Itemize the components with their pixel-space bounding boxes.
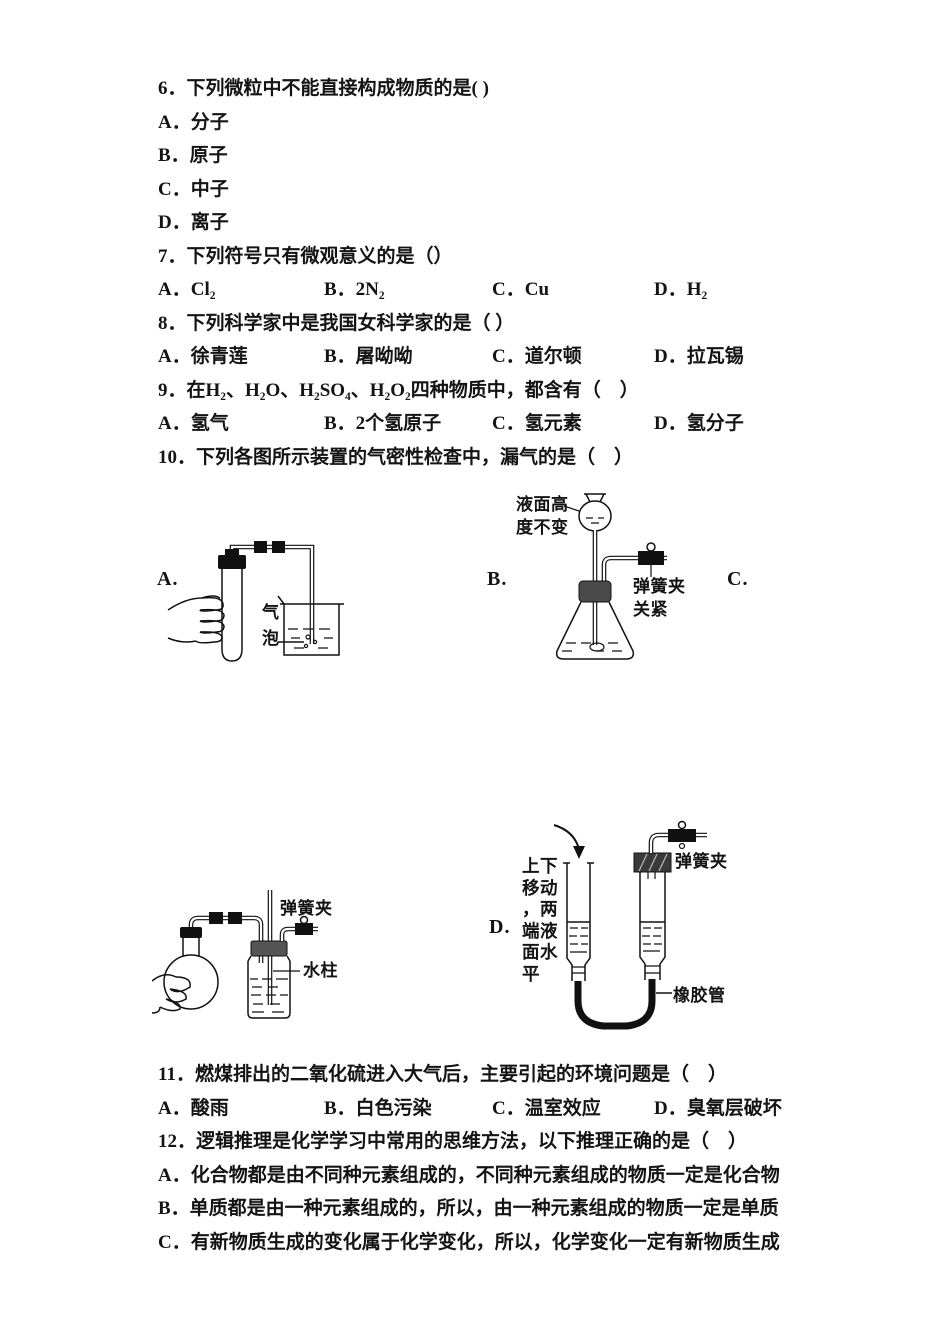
question-9-options: A．氢气 B．2个氢原子 C．氢元素 D．氢分子 xyxy=(158,407,848,441)
question-9-option-d: D．氢分子 xyxy=(654,413,744,434)
figure-b-apparatus xyxy=(555,493,667,660)
figure-a-bubble-label: 气泡 xyxy=(262,603,280,648)
figure-b-clamp-label: 弹簧夹关紧 xyxy=(633,577,686,619)
question-8-option-d: D．拉瓦锡 xyxy=(654,346,744,367)
figure-a-apparatus xyxy=(167,541,344,662)
side-tube-with-clamp xyxy=(601,542,667,581)
right-capped-tube xyxy=(633,852,672,980)
question-11-option-b: B．白色污染 xyxy=(324,1097,432,1119)
hand xyxy=(152,974,191,1014)
question-8-option-b: B．屠呦呦 xyxy=(324,346,413,367)
question-7-option-d: D．H₂ xyxy=(654,279,708,300)
figure-d-apparatus xyxy=(553,820,707,1030)
down-arrow xyxy=(553,824,585,859)
question-11-option-c: C．温室效应 xyxy=(492,1097,601,1119)
figure-d-move-label: 上下移动，两端液面水平 xyxy=(522,856,558,984)
question-6-stem: 6．下列微粒中不能直接构成物质的是( ) xyxy=(158,78,489,99)
figure-c-water-column-label: 水柱 xyxy=(303,961,338,980)
question-8-option-a: A．徐青莲 xyxy=(158,346,248,367)
question-11-stem: 11．燃煤排出的二氧化硫进入大气后，主要引起的环境问题是（ ） xyxy=(158,1064,727,1085)
question-11-options: A．酸雨 B．白色污染 C．温室效应 D．臭氧层破坏 xyxy=(158,1092,848,1126)
question-6-option-a: A．分子 xyxy=(158,111,229,133)
question-7-stem: 7．下列符号只有微观意义的是（） xyxy=(158,245,453,267)
figure-a-letter: A. xyxy=(157,568,179,590)
figure-d-rubber-label: 橡胶管 xyxy=(673,986,726,1005)
figure-c-clamp-label: 弹簧夹 xyxy=(280,899,333,918)
question-8-stem: 8．下列科学家中是我国女科学家的是（ ） xyxy=(158,312,515,334)
beaker xyxy=(277,595,344,656)
question-11-option-d: D．臭氧层破坏 xyxy=(654,1097,782,1119)
level-pointer-line xyxy=(563,505,580,512)
test-tube xyxy=(218,549,246,662)
question-10-stem: 10．下列各图所示装置的气密性检查中，漏气的是（ ） xyxy=(158,446,634,468)
question-8-option-c: C．道尔顿 xyxy=(492,346,582,367)
question-7-options: A．Cl₂ B．2N₂ C．Cu D．H₂ xyxy=(158,273,848,307)
figure-d-clamp-label: 弹簧夹 xyxy=(675,852,728,871)
figure-b-letter: B. xyxy=(487,568,508,590)
question-6-option-b: B．原子 xyxy=(158,145,228,166)
question-7-option-c: C．Cu xyxy=(492,279,550,300)
question-6-option-c: C．中子 xyxy=(158,178,229,200)
question-9-option-b: B．2个氢原子 xyxy=(324,413,442,434)
question-8-options: A．徐青莲 B．屠呦呦 C．道尔顿 D．拉瓦锡 xyxy=(158,340,848,374)
question-12-option-b: B．单质都是由一种元素组成的，所以，由一种元素组成的物质一定是单质 xyxy=(158,1198,779,1220)
question-11-option-a: A．酸雨 xyxy=(158,1097,229,1119)
side-tube-with-clamp xyxy=(648,820,707,853)
connecting-tube xyxy=(188,912,264,963)
question-block-bottom: 11．燃煤排出的二氧化硫进入大气后，主要引起的环境问题是（ ） A．酸雨 B．白… xyxy=(158,1058,848,1260)
figure-b-level-label: 液面高度不变 xyxy=(516,495,569,537)
question-9-stem: 9．在H₂、H₂O、H₂SO₄、H₂O₂四种物质中，都含有（ ） xyxy=(158,379,639,401)
question-6-option-d: D．离子 xyxy=(158,212,229,233)
question-7-option-a: A．Cl₂ xyxy=(158,279,216,300)
question-block-top: 6．下列微粒中不能直接构成物质的是( ) A．分子 B．原子 C．中子 D．离子… xyxy=(158,72,848,474)
question-12-option-a: A．化合物都是由不同种元素组成的，不同种元素组成的物质一定是化合物 xyxy=(158,1164,780,1186)
question-12-stem: 12．逻辑推理是化学学习中常用的思维方法，以下推理正确的是（ ） xyxy=(158,1131,748,1153)
figure-c-apparatus xyxy=(152,890,318,1019)
figure-c-letter: C. xyxy=(727,568,749,590)
gas-washing-bottle xyxy=(247,940,291,1019)
figure-d-letter: D. xyxy=(489,916,511,938)
rubber-tube xyxy=(574,979,656,1030)
question-7-option-b: B．2N₂ xyxy=(324,279,385,300)
conical-flask xyxy=(555,580,635,660)
hand xyxy=(167,595,225,644)
question-12-option-c: C．有新物质生成的变化属于化学变化，所以，化学变化一定有新物质生成 xyxy=(158,1231,780,1253)
left-open-tube xyxy=(563,862,594,981)
question-9-option-c: C．氢元素 xyxy=(492,413,582,434)
question-9-option-a: A．氢气 xyxy=(158,413,229,434)
round-flask xyxy=(163,927,219,1010)
side-tube-with-clamp xyxy=(279,915,318,941)
